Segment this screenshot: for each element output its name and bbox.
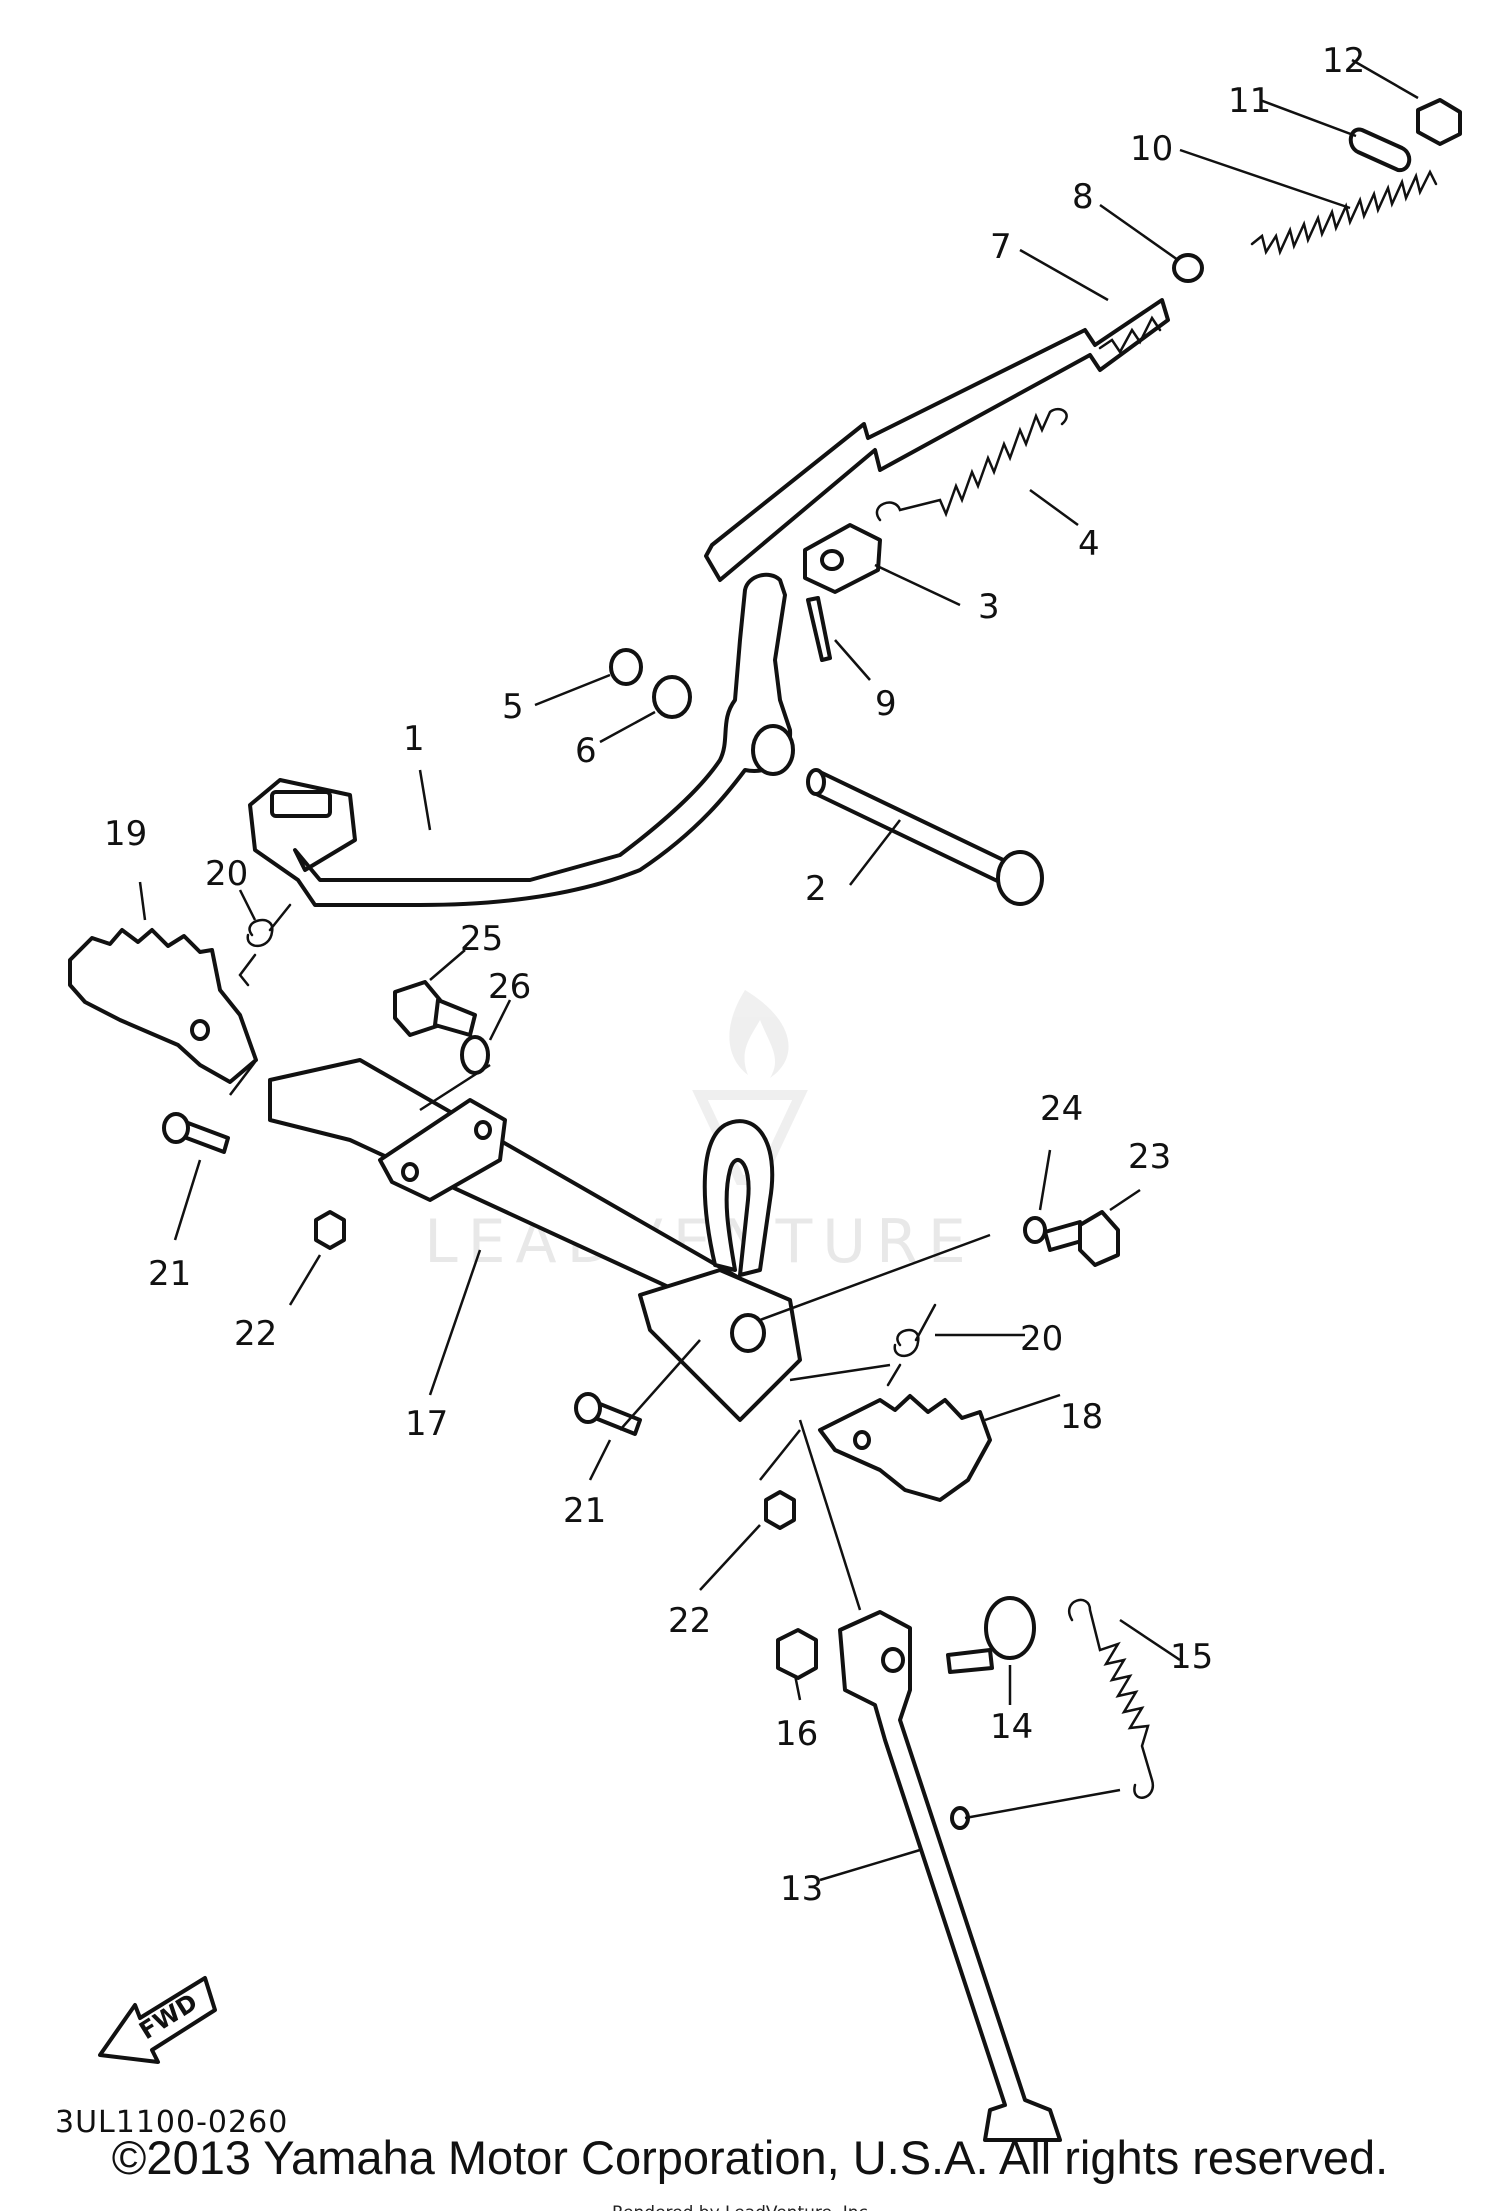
- callout-22-right: 22: [668, 1601, 711, 1641]
- part-20-spring-left: [238, 903, 292, 987]
- callout-8: 8: [1072, 177, 1094, 217]
- part-2-pivot-shaft: [810, 770, 1022, 890]
- part-8-washer: [1172, 253, 1204, 283]
- callout-15: 15: [1170, 1637, 1213, 1677]
- part-26-washer: [460, 1035, 490, 1075]
- part-16-nut: [776, 1628, 818, 1680]
- part-13-sidestand: [838, 1610, 1062, 2142]
- leader-lines: [138, 58, 1419, 1882]
- copyright-notice: ©2013 Yamaha Motor Corporation, U.S.A. A…: [111, 2131, 1389, 2184]
- drawing-code: 3UL1100-0260: [55, 2105, 288, 2140]
- callout-20-left: 20: [205, 854, 248, 894]
- callout-4: 4: [1078, 524, 1100, 564]
- callout-14: 14: [990, 1707, 1033, 1747]
- part-7-brake-rod: [704, 298, 1170, 582]
- watermark: LEADVENTURE: [424, 990, 966, 1277]
- render-credit: Rendered by LeadVenture, Inc.: [612, 2203, 873, 2211]
- callout-13: 13: [780, 1869, 823, 1909]
- brake-pedal-assembly: [248, 98, 1462, 907]
- callout-2: 2: [805, 869, 827, 909]
- callout-19: 19: [104, 814, 147, 854]
- callout-12: 12: [1322, 41, 1365, 81]
- callout-25: 25: [460, 919, 503, 959]
- part-6-washer: [652, 675, 692, 719]
- part-22-nut-left: [314, 1210, 346, 1250]
- part-22-nut-right: [764, 1490, 796, 1530]
- callout-9: 9: [875, 684, 897, 724]
- callout-26: 26: [488, 967, 531, 1007]
- part-5-washer: [609, 648, 643, 686]
- callout-5: 5: [502, 687, 524, 727]
- callout-22-left: 22: [234, 1314, 277, 1354]
- callout-7: 7: [990, 227, 1012, 267]
- callout-6: 6: [575, 731, 597, 771]
- callout-17: 17: [405, 1404, 448, 1444]
- part-11-joint: [1348, 127, 1412, 173]
- callout-3: 3: [978, 587, 1000, 627]
- sidestand-assembly: [776, 1596, 1155, 2142]
- callout-1: 1: [403, 719, 425, 759]
- part-12-nut: [1416, 98, 1462, 146]
- part-1-brake-pedal: [248, 572, 793, 907]
- callout-11: 11: [1228, 81, 1271, 121]
- fwd-arrow: FWD: [98, 1976, 217, 2064]
- part-20-spring-right: [886, 1303, 937, 1387]
- callout-24: 24: [1040, 1089, 1083, 1129]
- callout-10: 10: [1130, 129, 1173, 169]
- part-15-spring: [1068, 1598, 1155, 1799]
- callout-23: 23: [1128, 1137, 1171, 1177]
- callout-18: 18: [1060, 1397, 1103, 1437]
- callout-21-right: 21: [563, 1491, 606, 1531]
- callouts: 12 11 10 8 7 4 3 5 6 9 1 2 19 20 25 26 2…: [104, 41, 1365, 1909]
- part-4-spring: [875, 407, 1068, 522]
- part-14-bolt: [946, 1648, 994, 1674]
- part-24-washer: [1023, 1216, 1047, 1244]
- part-25-bolt: [393, 980, 442, 1037]
- callout-16: 16: [775, 1714, 818, 1754]
- callout-21-left: 21: [148, 1254, 191, 1294]
- part-9-cotter-pin: [806, 596, 832, 662]
- callout-20-right: 20: [1020, 1319, 1063, 1359]
- footrest-assembly: [68, 903, 1120, 1530]
- part-18-footrest-right: [818, 1394, 992, 1502]
- part-19-footrest-left: [68, 928, 258, 1084]
